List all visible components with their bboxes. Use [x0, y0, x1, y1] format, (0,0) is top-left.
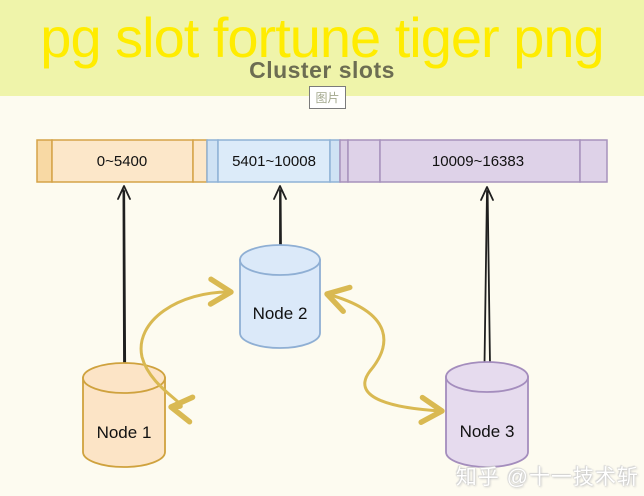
arrow-node1-to-seg1 — [117, 185, 131, 369]
slot-bar-seg2-sliver-right — [329, 139, 341, 183]
node3-cylinder: Node 3 — [445, 361, 529, 468]
node-link-arrows — [139, 276, 445, 425]
slot-bar-seg3-sliver-left1 — [339, 139, 349, 183]
node1-cylinder: Node 1 — [82, 362, 166, 468]
diagram-title: Cluster slots — [249, 57, 395, 83]
arrow-node2-to-seg2 — [273, 185, 287, 249]
slot-range-label-3: 10009~16383 — [432, 153, 524, 170]
node2-label: Node 2 — [253, 304, 308, 323]
banner-headline: pg slot fortune tiger png — [40, 6, 604, 69]
arrow-node3-to-seg3 — [480, 186, 494, 365]
slot-range-label-2: 5401~10008 — [232, 153, 316, 170]
node3-label: Node 3 — [460, 422, 515, 441]
slot-bar-seg3-sliver-right — [579, 139, 608, 183]
slot-bar-seg2-sliver-left — [206, 139, 219, 183]
slot-bar-seg1-sliver-right — [192, 139, 208, 183]
node-cylinders: Node 1 Node 2 Node 3 — [82, 244, 529, 468]
link-node1-node2 — [139, 276, 234, 425]
slot-bar-seg1-sliver-left — [36, 139, 53, 183]
slot-assignment-arrows — [117, 185, 494, 369]
banner-bg — [0, 0, 644, 96]
image-badge-label: 图片 — [315, 90, 340, 105]
slot-bar-seg3-sliver-left2 — [347, 139, 381, 183]
image-badge: 图片 — [309, 86, 346, 109]
slot-range-label-1: 0~5400 — [97, 153, 147, 170]
node1-label: Node 1 — [97, 423, 152, 442]
watermark-text: 知乎 @十一技术斩 — [455, 466, 639, 489]
slot-bar: 0~5400 5401~10008 10009~16383 — [36, 139, 608, 183]
link-node2-node3 — [324, 284, 445, 425]
node2-cylinder: Node 2 — [239, 244, 321, 349]
